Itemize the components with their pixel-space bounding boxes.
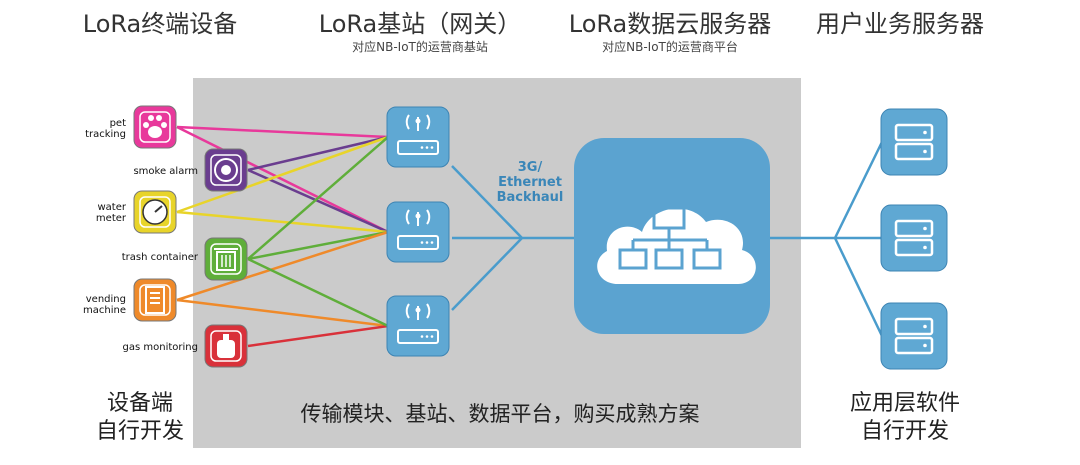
gas-tank-icon [204, 324, 248, 368]
gateway-node [386, 201, 450, 263]
device-label-trash-container: trash container [121, 252, 198, 263]
header-gateway-title: LoRa基站（网关） [318, 10, 522, 38]
header-devices: LoRa终端设备 [60, 9, 260, 39]
device-gateway-links [176, 125, 389, 348]
footer-center: 传输模块、基站、数据平台，购买成熟方案 [300, 402, 700, 426]
app-server3-link [833, 237, 884, 337]
header-cloud-title: LoRa数据云服务器 [568, 10, 772, 38]
backhaul-links [451, 165, 585, 311]
header-app-title: 用户业务服务器 [816, 10, 984, 38]
app-server-links [770, 141, 884, 337]
header-gateway-subtitle: 对应NB-IoT的运营商基站 [352, 40, 488, 54]
header-app: 用户业务服务器 [790, 9, 1010, 39]
device-link [247, 324, 389, 348]
device-link [176, 135, 389, 214]
device-label-pet-tracking: pet tracking [85, 118, 126, 140]
network-topology-icon [618, 206, 722, 270]
device-link [247, 168, 389, 234]
gateway3-backhaul-link [451, 237, 523, 311]
device-link [247, 230, 389, 261]
header-gateway: LoRa基站（网关） 对应NB-IoT的运营商基站 [300, 9, 540, 55]
cloud-server [574, 138, 770, 334]
header-devices-title: LoRa终端设备 [82, 10, 238, 38]
app-server-icon [880, 204, 948, 272]
gateway-node [386, 106, 450, 168]
smoke-alarm-icon [204, 148, 248, 192]
device-link [176, 298, 389, 328]
antenna-icon [405, 114, 431, 131]
footer-right: 应用层软件 自行开发 [849, 391, 960, 444]
header-cloud-subtitle: 对应NB-IoT的运营商平台 [602, 40, 738, 54]
device-link [247, 136, 389, 260]
gateway-node [386, 295, 450, 357]
header-cloud: LoRa数据云服务器 对应NB-IoT的运营商平台 [550, 9, 790, 55]
device-link [247, 257, 389, 328]
device-link [176, 210, 389, 234]
device-label-smoke-alarm: smoke alarm [133, 166, 198, 177]
gauge-icon [133, 190, 177, 234]
device-label-vending-machine: vending machine [83, 294, 126, 316]
cloud-icon [597, 208, 756, 284]
app-server-icon [880, 302, 948, 370]
device-link [176, 125, 389, 139]
paw-icon [133, 105, 177, 149]
device-link [247, 135, 389, 172]
antenna-icon [405, 303, 431, 320]
trash-bin-icon [204, 237, 248, 281]
backhaul-label: 3G/ Ethernet Backhaul [496, 160, 564, 205]
device-link [176, 230, 389, 302]
device-label-water-meter: water meter [95, 202, 126, 224]
app-server-icon [880, 108, 948, 176]
antenna-icon [405, 209, 431, 226]
vending-icon [133, 278, 177, 322]
device-link [176, 125, 389, 234]
device-label-gas-monitoring: gas monitoring [122, 342, 198, 353]
footer-left: 设备端 自行开发 [95, 391, 184, 444]
